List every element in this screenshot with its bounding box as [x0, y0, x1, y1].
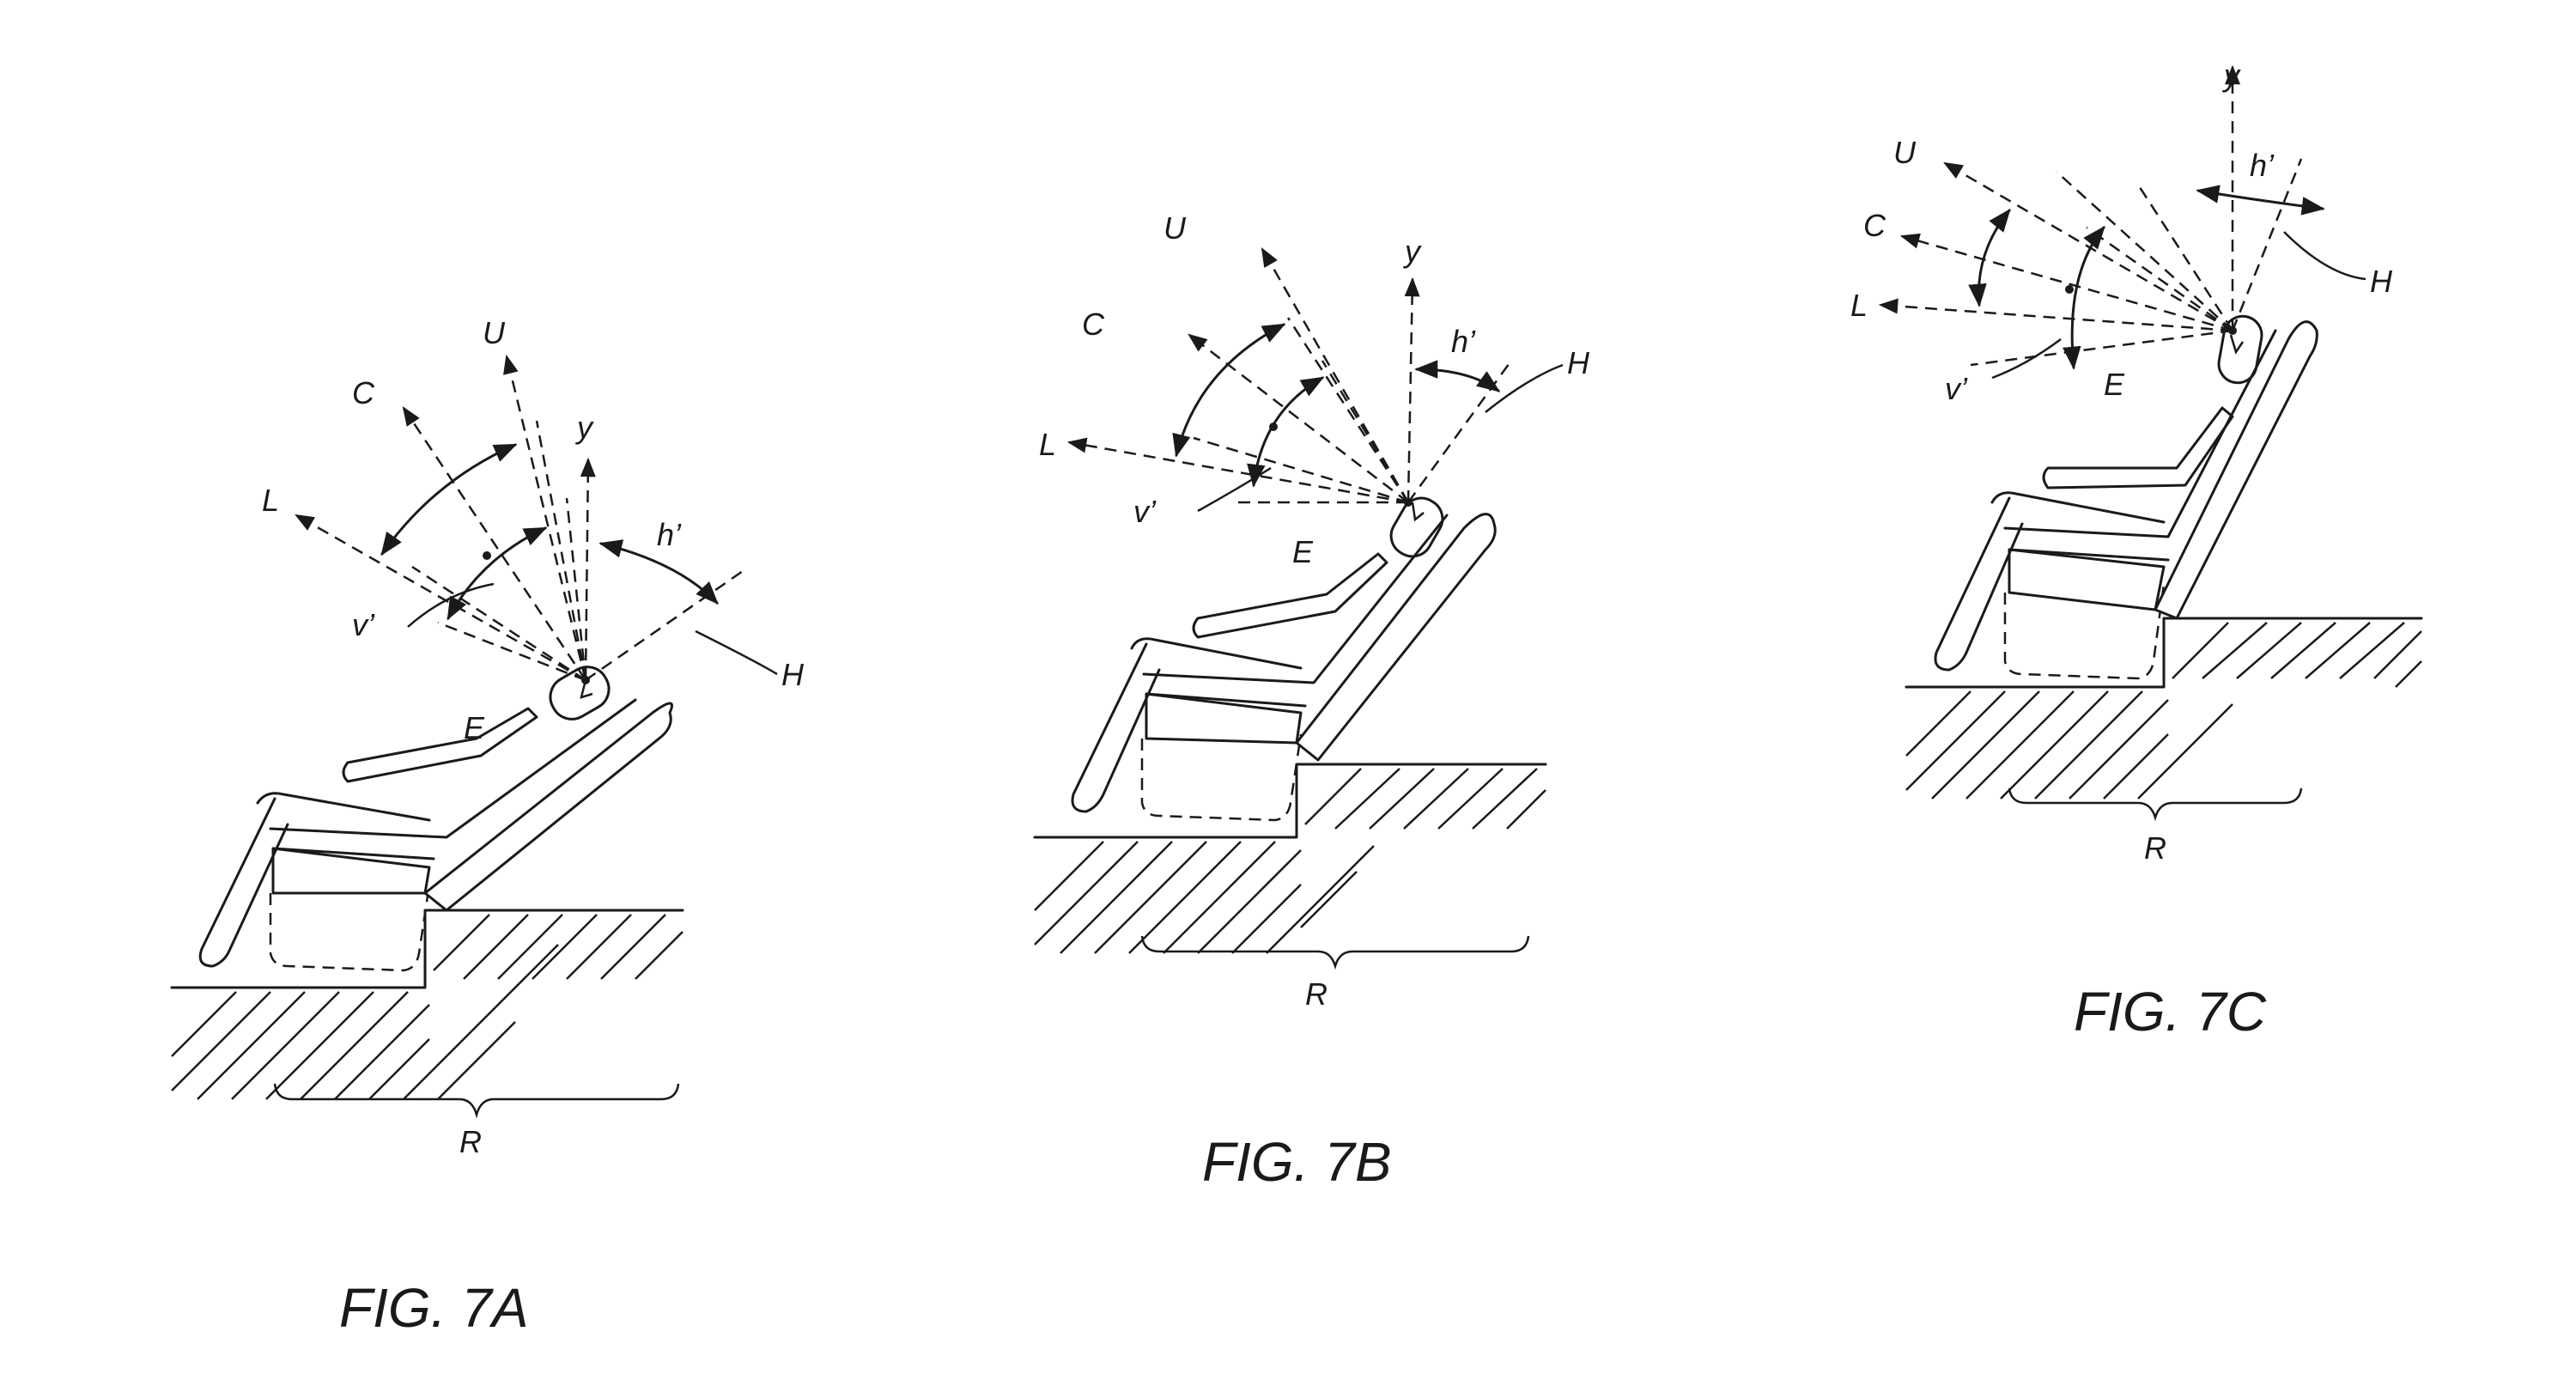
label-center: C [352, 375, 375, 410]
label-center: C [1863, 208, 1886, 243]
label-h-angle: h’ [657, 517, 682, 552]
upright-seat [1935, 322, 2317, 678]
label-y-axis: y [574, 410, 594, 445]
figure-7b: U C L y h’ v’ H E R FIG. 7B [1035, 210, 1590, 1193]
label-range: R [459, 1124, 482, 1159]
label-range: R [2144, 830, 2166, 866]
label-y-axis: y [1402, 234, 1422, 269]
ground-hatching [1035, 764, 1546, 953]
label-upper: U [1163, 210, 1187, 246]
ground-hatching [1906, 618, 2421, 799]
figure-7a: U C L y h’ v’ H E R FIG. 7A [172, 315, 805, 1339]
label-lower: L [262, 483, 279, 518]
label-upper: U [483, 315, 506, 350]
occupant-head [543, 660, 617, 727]
label-center: C [1082, 307, 1105, 342]
label-v-angle: v’ [1945, 371, 1968, 406]
figure-caption-7b: FIG. 7B [1202, 1131, 1392, 1193]
label-head: H [2370, 264, 2393, 299]
label-h-angle: h’ [1451, 324, 1476, 359]
figure-caption-7c: FIG. 7C [2074, 981, 2267, 1043]
figure-caption-7a: FIG. 7A [339, 1277, 529, 1339]
reclined-seat [200, 700, 671, 970]
figure-7c: U C L y h’ v’ H E R FIG. 7C [1850, 58, 2421, 1043]
label-upper: U [1893, 135, 1917, 170]
label-y-axis: y [2221, 58, 2241, 93]
label-v-angle: v’ [1133, 494, 1157, 529]
label-v-angle: v’ [352, 607, 375, 642]
sight-lines [1069, 249, 1563, 511]
label-range: R [1305, 976, 1327, 1012]
label-h-angle: h’ [2250, 148, 2275, 183]
label-lower: L [1039, 427, 1056, 462]
label-head: H [781, 657, 805, 692]
ground-hatching [172, 910, 683, 1099]
range-brace [275, 1084, 678, 1115]
range-brace [1142, 936, 1528, 966]
label-lower: L [1850, 288, 1868, 323]
reclined-seat [1072, 514, 1495, 820]
range-brace [2009, 788, 2301, 818]
label-head: H [1567, 345, 1590, 380]
label-eye: E [1292, 534, 1314, 569]
label-eye: E [2104, 367, 2125, 402]
label-eye: E [464, 710, 485, 745]
